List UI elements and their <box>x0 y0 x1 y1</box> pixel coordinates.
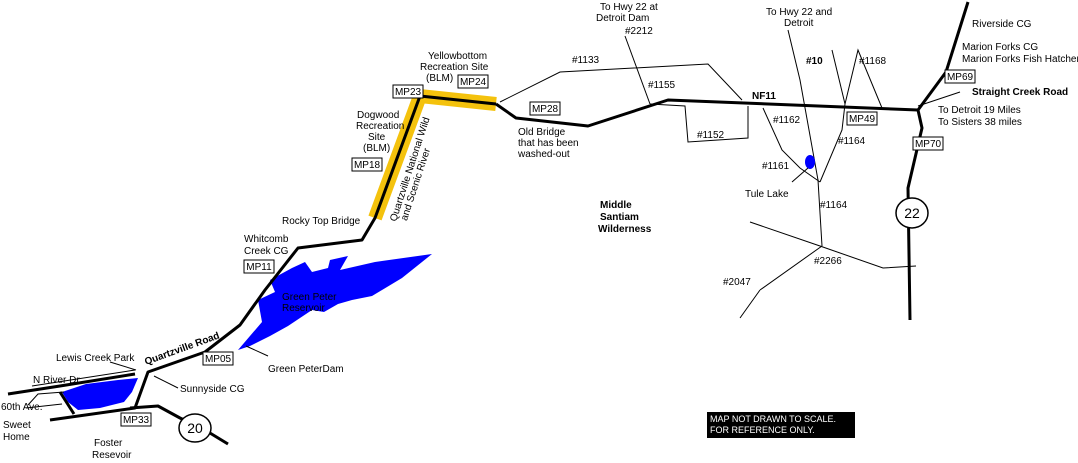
mp24-marker: MP24 <box>457 74 489 89</box>
mp69-marker: MP69 <box>944 69 976 84</box>
label-1161: #1161 <box>762 161 790 172</box>
scale-notice: MAP NOT DRAWN TO SCALE. FOR REFERENCE ON… <box>707 412 855 438</box>
label-1155: #1155 <box>648 80 676 91</box>
svg-text:20: 20 <box>187 420 203 436</box>
highway-22 <box>906 1 970 321</box>
arrows <box>25 91 961 409</box>
label-lewis-creek-park: Lewis Creek Park <box>56 353 135 364</box>
label-yellowbottom: Yellowbottom Recreation Site (BLM) <box>420 51 491 84</box>
mp05-marker: MP05 <box>202 351 234 366</box>
label-green-peter-dam: Green PeterDam <box>268 364 344 375</box>
label-2266: #2266 <box>814 256 842 267</box>
svg-text:MAP NOT DRAWN TO SCALE.: MAP NOT DRAWN TO SCALE. FOR REFERENCE ON… <box>710 414 839 435</box>
label-green-peter-reservoir: Green Peter Reservoir <box>282 292 339 314</box>
svg-text:MP05: MP05 <box>205 354 232 365</box>
label-riverside-cg: Riverside CG <box>972 19 1032 30</box>
label-middle-santiam-wilderness: Middle Santiam Wilderness <box>598 200 652 235</box>
mp18-marker: MP18 <box>351 157 383 172</box>
tule-lake <box>805 155 815 169</box>
label-1162: #1162 <box>773 115 801 126</box>
svg-text:MP23: MP23 <box>395 87 422 98</box>
label-whitcomb-creek-cg: Whitcomb Creek CG <box>244 234 291 257</box>
svg-text:MP49: MP49 <box>849 114 876 125</box>
label-rocky-top-bridge: Rocky Top Bridge <box>282 216 361 227</box>
foster-reservoir <box>62 378 138 410</box>
svg-text:MP69: MP69 <box>947 72 974 83</box>
mp33-marker: MP33 <box>120 412 152 427</box>
label-to-detroit-sisters: To Detroit 19 Miles To Sisters 38 miles <box>938 105 1024 128</box>
label-sunnyside-cg: Sunnyside CG <box>180 384 245 395</box>
hwy20-shield: 20 <box>178 413 212 443</box>
label-to-hwy22-detroit-dam: To Hwy 22 at Detroit Dam <box>596 2 661 24</box>
mp49-marker: MP49 <box>846 111 878 126</box>
label-1164a: #1164 <box>838 136 866 147</box>
svg-text:22: 22 <box>904 205 920 221</box>
label-tule-lake: Tule Lake <box>745 189 789 200</box>
label-foster-resevoir: Foster Resevoir <box>92 438 132 461</box>
green-peter-reservoir <box>238 254 432 350</box>
label-to-hwy22-detroit: To Hwy 22 and Detroit <box>766 7 835 29</box>
label-1168: #1168 <box>859 56 887 67</box>
label-60th-ave: 60th Ave. <box>1 402 43 413</box>
svg-text:MP33: MP33 <box>123 415 150 426</box>
label-2212: #2212 <box>625 26 653 37</box>
label-1152: #1152 <box>697 130 725 141</box>
label-marion-forks: Marion Forks CG Marion Forks Fish Hatche… <box>962 42 1078 65</box>
label-old-bridge: Old Bridge that has been washed-out <box>517 127 581 160</box>
sixtieth-ave <box>58 391 76 415</box>
label-nf11: NF11 <box>752 91 776 102</box>
label-straight-creek-road: Straight Creek Road <box>972 87 1068 98</box>
hwy22-shield: 22 <box>895 197 929 229</box>
svg-text:MP11: MP11 <box>246 262 272 273</box>
label-1164b: #1164 <box>820 200 848 211</box>
label-10: #10 <box>806 56 823 67</box>
main-roads <box>7 1 970 446</box>
svg-text:MP28: MP28 <box>532 104 559 115</box>
quartzville-road <box>49 94 497 422</box>
secondary-roads <box>27 29 917 406</box>
svg-text:MP18: MP18 <box>354 160 381 171</box>
label-dogwood: Dogwood Recreation Site (BLM) <box>356 110 407 154</box>
label-n-river-dr: N River Dr. <box>33 375 82 386</box>
mp70-marker: MP70 <box>912 136 944 151</box>
nf11-road <box>495 98 919 128</box>
svg-text:MP24: MP24 <box>460 77 487 88</box>
svg-text:MP70: MP70 <box>915 139 942 150</box>
label-1133: #1133 <box>572 55 600 66</box>
highway-20 <box>129 404 229 446</box>
mp28-marker: MP28 <box>529 101 561 116</box>
mp11-marker: MP11 <box>243 259 275 274</box>
label-2047: #2047 <box>723 277 751 288</box>
mp23-marker: MP23 <box>392 84 424 99</box>
label-sweet-home: Sweet Home <box>3 420 34 443</box>
n-river-dr <box>7 372 136 396</box>
